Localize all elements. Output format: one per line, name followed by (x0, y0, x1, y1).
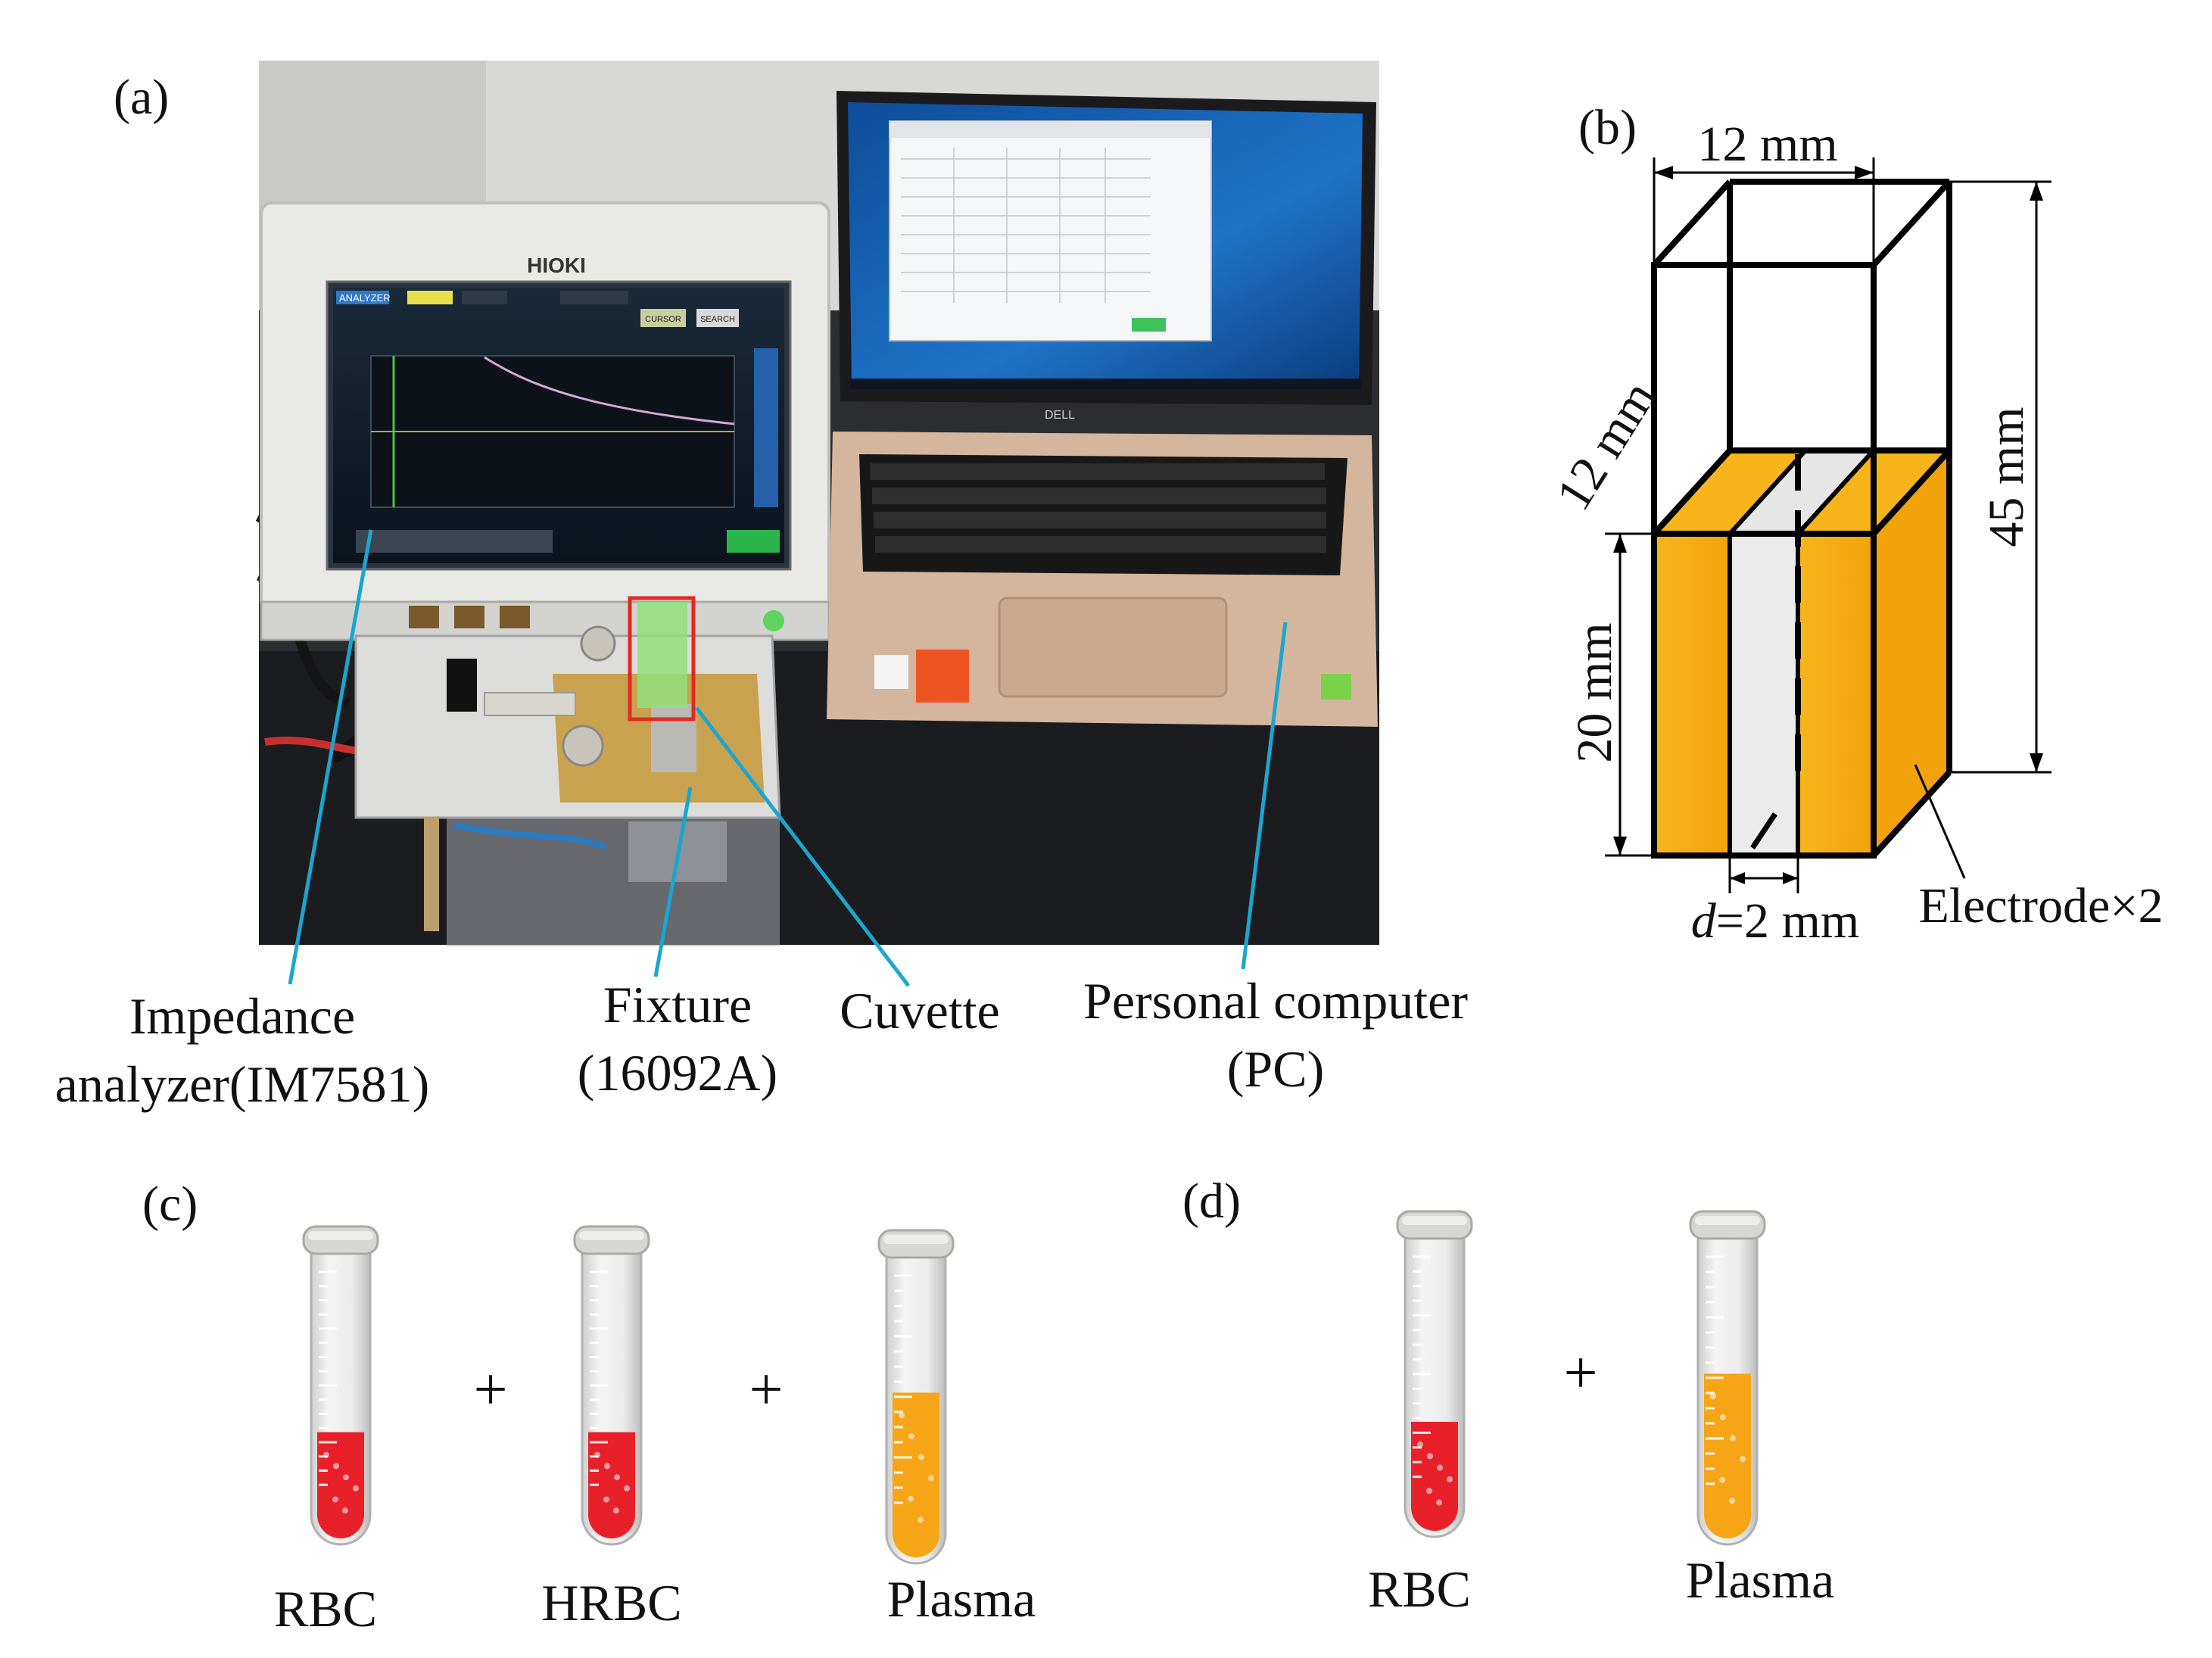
tube-rim-highlight (579, 1231, 644, 1240)
dim-gap-symbol: d (1691, 893, 1717, 949)
test-tube-plasma (877, 1229, 955, 1565)
tube-bubble (1740, 1456, 1746, 1463)
dim-gap-value: =2 mm (1716, 893, 1859, 949)
plus-d-1: + (1563, 1340, 1597, 1407)
analyzer-label-line2: analyzer(IM7581) (55, 1055, 430, 1113)
fixture-device (354, 596, 781, 946)
tube-bubble (928, 1475, 934, 1482)
tube-bubble (332, 1496, 338, 1503)
tube-bubble (333, 1463, 339, 1469)
test-tube-plasma (1689, 1210, 1766, 1546)
tube-bubble (604, 1463, 610, 1469)
tube-rim-highlight (1695, 1216, 1760, 1225)
tube-liquid (317, 1432, 364, 1538)
laptop: DELL (827, 91, 1378, 727)
tube-label-d-plasma: Plasma (1686, 1551, 1834, 1609)
tube-bubble (1437, 1464, 1443, 1471)
dim-height-electrode: 20 mm (1567, 622, 1622, 762)
dim-depth: 12 mm (1546, 372, 1667, 520)
test-tube-rbc (1396, 1210, 1473, 1538)
plus-c-1: + (473, 1357, 507, 1423)
tube-rim-highlight (1402, 1216, 1467, 1225)
tube-bubble (613, 1507, 619, 1514)
tube-bubble (603, 1496, 609, 1503)
tube-bubble (1730, 1435, 1736, 1441)
pc-label-line1: Personal computer (1083, 972, 1468, 1030)
tube-bubble (1426, 1488, 1432, 1494)
tube-bubble (353, 1485, 359, 1491)
test-tube-hrbc (573, 1225, 650, 1546)
analyzer-label-line1: Impedance (129, 987, 355, 1045)
tube-label-d-rbc: RBC (1368, 1560, 1471, 1618)
tube-bubble (918, 1516, 924, 1523)
tube-bubble (624, 1485, 630, 1491)
tube-bubble (342, 1507, 348, 1514)
tube-bubble (1710, 1393, 1716, 1400)
impedance-analyzer: HIOKI ANALYZER CURSOR SEARCH (260, 201, 830, 641)
tube-label-c-rbc: RBC (274, 1580, 377, 1638)
screen-button-cursor: CURSOR (645, 315, 681, 324)
dim-height-total: 45 mm (1979, 407, 2034, 547)
tube-bubble (908, 1433, 914, 1440)
tube-bubble (1719, 1476, 1725, 1483)
panel-label-d: (d) (1182, 1173, 1241, 1229)
tube-liquid (1704, 1373, 1751, 1538)
cuvette-diagram: 12 mm 12 mm 45 mm 20 mm d=2 mm Electrode… (1546, 117, 2164, 949)
analyzer-brand: HIOKI (527, 254, 586, 277)
tube-sets (302, 1210, 1766, 1565)
tube-bubble (1729, 1497, 1735, 1504)
cuvette-label: Cuvette (840, 982, 1000, 1039)
tube-label-c-hrbc: HRBC (541, 1574, 681, 1632)
tube-rim-highlight (883, 1235, 949, 1244)
plus-c-2: + (749, 1357, 783, 1423)
laptop-brand: DELL (1045, 409, 1075, 422)
setup-photo: HIOKI ANALYZER CURSOR SEARCH (255, 61, 1379, 946)
tube-bubble (1427, 1453, 1433, 1460)
cuvette-highlight-box (628, 596, 696, 721)
tube-bubble (1417, 1441, 1423, 1448)
fixture-label-line2: (16092A) (578, 1044, 777, 1102)
tube-bubble (908, 1495, 914, 1502)
dim-gap: d=2 mm (1691, 893, 1859, 949)
test-tube-rbc (302, 1225, 379, 1546)
tube-rim-highlight (308, 1231, 373, 1240)
tube-bubble (1436, 1499, 1442, 1506)
panel-label-c: (c) (142, 1176, 198, 1232)
screen-button-search: SEARCH (700, 315, 735, 324)
pc-label-line2: (PC) (1227, 1040, 1324, 1098)
tube-bubble (1447, 1476, 1453, 1482)
fixture-label-line1: Fixture (603, 976, 752, 1033)
tube-label-c-plasma: Plasma (887, 1570, 1036, 1628)
panel-label-b: (b) (1578, 100, 1637, 155)
tube-liquid (1411, 1422, 1458, 1531)
tube-bubble (343, 1474, 349, 1481)
panel-label-a: (a) (114, 70, 169, 125)
tube-bubble (614, 1474, 620, 1481)
tube-bubble (918, 1454, 924, 1460)
screen-mode-label: ANALYZER (339, 292, 391, 304)
tube-liquid (893, 1392, 939, 1557)
callout-lines (288, 529, 1288, 987)
tube-bubble (899, 1412, 905, 1419)
dim-width-top: 12 mm (1697, 117, 1837, 172)
tube-liquid (588, 1432, 635, 1538)
electrode-label: Electrode×2 (1918, 878, 2163, 933)
tube-bubble (1720, 1414, 1726, 1421)
